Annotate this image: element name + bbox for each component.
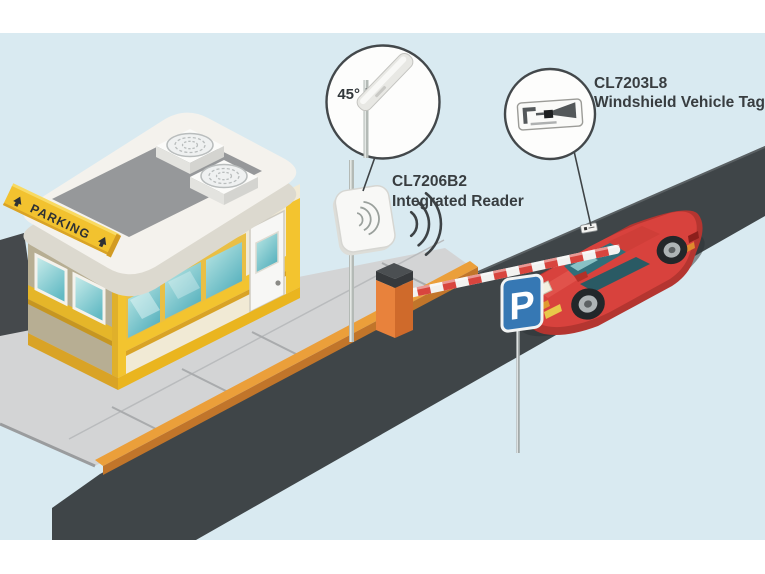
parking-booth: PARKING [2,112,300,390]
road-far-edge [477,146,765,273]
sidewalk-joint [111,406,161,432]
side-sill-band [28,285,118,344]
side-window [34,252,68,307]
door-window [255,230,279,275]
side-window [72,271,106,326]
tag-model-text: CL7203L8 [594,75,668,92]
car [519,210,705,337]
leader-line [362,156,376,192]
corner-trim [118,271,126,378]
reader-name-text: Integrated Reader [392,193,524,210]
p-sign-letter: P [509,283,534,329]
corner-trim [112,272,118,378]
windshield-glare [570,256,598,271]
fan-vent-icon [200,163,248,189]
up-arrow-icon [98,237,107,248]
car-roof [608,226,660,252]
side-sill-shadow [28,299,118,349]
license-plate [544,304,562,319]
post-cap [376,263,413,279]
angle-callout: 45° [325,44,441,192]
glass-glare [168,271,200,299]
integrated-reader-device [332,184,396,256]
p-sign-board: P [500,273,544,333]
barrier-post [376,280,395,338]
front-window [206,242,242,299]
front-wheel [571,288,605,320]
tail-light [688,231,699,243]
rear-marker [686,242,695,252]
barrier-gate [376,244,621,338]
wing-mirror [574,271,588,282]
rfid-inlay-icon [516,98,584,131]
sidewalk-joint [251,331,301,357]
corner-trim [286,198,300,294]
sidewalk-joint [181,368,231,394]
tag-label: CL7203L8 Windshield Vehicle Tag [594,75,765,111]
base-trim [28,333,118,390]
sidewalk-edge [0,422,96,468]
door-knob [275,280,281,286]
rear-wheel [656,235,688,265]
parking-road-sign: P [500,273,544,453]
glass-glare [130,291,160,319]
leader-line [573,150,592,227]
up-arrow-icon [13,196,22,207]
reader-model-text: CL7206B2 [392,173,467,190]
windshield-tag [580,222,598,234]
tag-callout [503,67,597,227]
angle-label: 45° [337,86,360,103]
tilted-reader-panel [356,52,414,112]
reader-label: CL7206B2 Integrated Reader [392,173,524,210]
car-side-windows [580,257,650,292]
callout-circle [325,44,441,160]
hvac-fan-unit [190,160,258,205]
front-window [128,283,160,338]
reader-assembly [332,160,443,342]
fan-vent-icon [166,132,214,158]
radio-waves-icon [409,192,443,256]
barrier-arm [399,244,621,300]
road [52,146,765,540]
tag-name-text: Windshield Vehicle Tag [594,94,765,111]
signal-waves-icon [356,200,380,236]
base-trim [118,287,300,390]
hvac-fan-unit [156,129,224,174]
